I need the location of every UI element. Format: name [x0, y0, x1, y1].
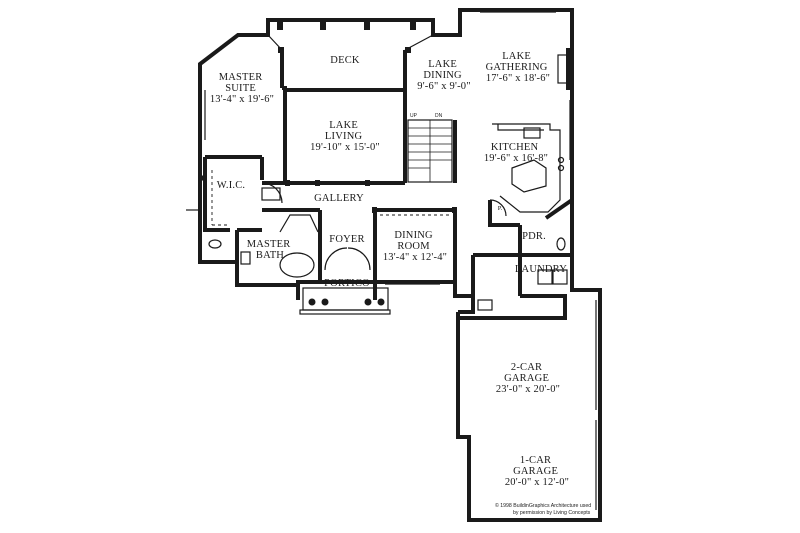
room-wic: W.I.C. — [217, 180, 246, 191]
room-master-bath: MASTER BATH — [247, 239, 294, 261]
room-gallery: GALLERY — [314, 193, 364, 204]
room-lake-dining: LAKE DINING 9'-6" x 9'-0" — [417, 59, 470, 92]
room-laundry: LAUNDRY — [515, 264, 567, 275]
credit-line-2: by permission by Living Concepts — [513, 510, 591, 516]
room-kitchen: KITCHEN 19'-6" x 16'-8" — [484, 142, 548, 164]
room-dining-room: DINING ROOM 13'-4" x 12'-4" — [383, 230, 447, 263]
walls — [198, 8, 602, 522]
copyright-credit: © 1998 BuildinGraphics Architecture used… — [495, 502, 591, 516]
credit-line-1: © 1998 BuildinGraphics Architecture used — [495, 502, 591, 509]
room-foyer: FOYER — [329, 234, 364, 245]
room-deck: DECK — [330, 55, 360, 66]
stair-down-label: DN — [435, 113, 443, 119]
room-lake-gathering: LAKE GATHERING 17'-6" x 18'-6" — [486, 51, 551, 84]
room-master-suite: MASTER SUITE 13'-4" x 19'-6" — [210, 72, 274, 105]
room-portico: PORTICO — [324, 278, 370, 289]
room-garage-2: 2-CAR GARAGE 23'-0" x 20'-0" — [496, 362, 560, 395]
fixtures-and-details — [186, 11, 597, 510]
interior-walls — [203, 50, 572, 296]
pantry-label: P. — [498, 205, 503, 212]
room-pdr: PDR. — [522, 231, 546, 242]
room-garage-1: 1-CAR GARAGE 20'-0" x 12'-0" — [505, 455, 569, 488]
room-lake-living: LAKE LIVING 19'-10" x 15'-0" — [310, 120, 380, 153]
room-labels: MASTER SUITE 13'-4" x 19'-6" DECK LAKE D… — [210, 51, 569, 488]
stair-up-label: UP — [410, 113, 418, 119]
